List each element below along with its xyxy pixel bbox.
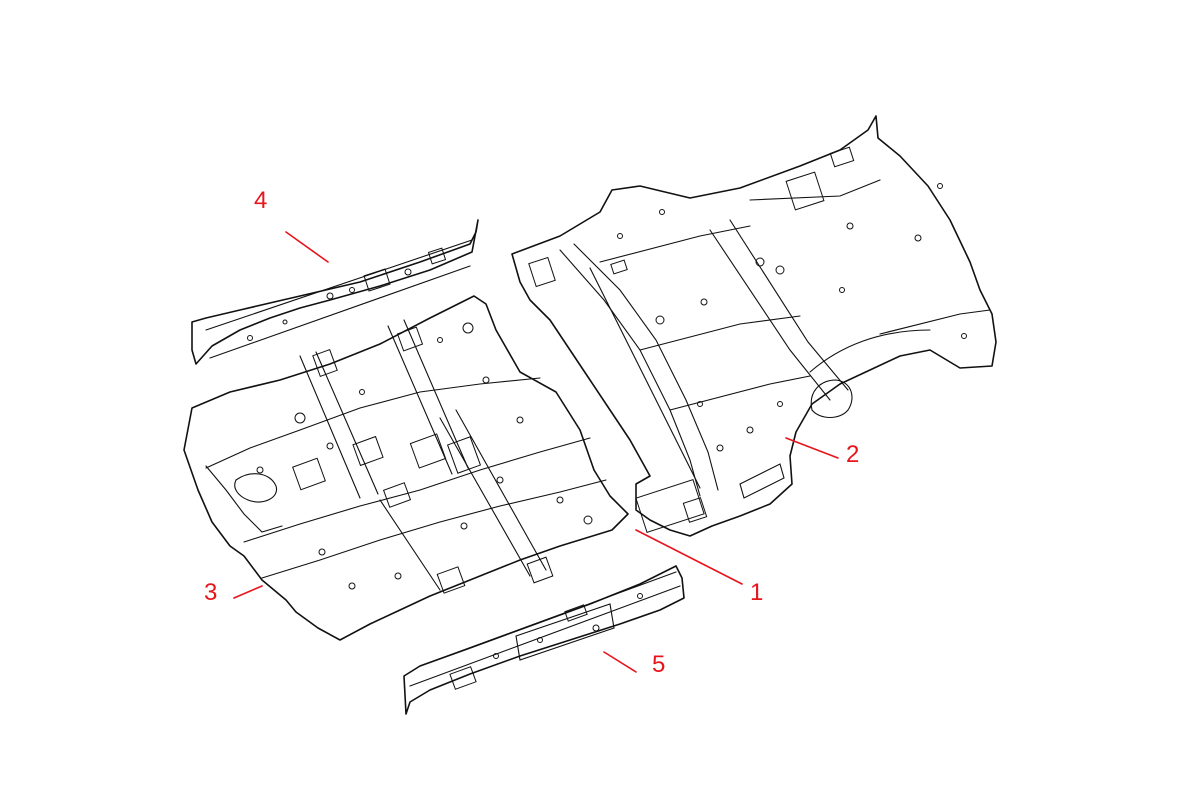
callout-1: 1	[635, 529, 763, 606]
callout-leader-5	[603, 651, 637, 673]
callout-label-5: 5	[652, 651, 665, 678]
callout-leader-1	[635, 529, 743, 585]
part-3-rear-floor	[183, 295, 629, 641]
part-4-side-rail	[191, 219, 479, 365]
callout-leader-3	[233, 585, 263, 599]
callout-4: 4	[254, 187, 329, 263]
callout-leader-2	[785, 437, 839, 459]
callout-leader-4	[285, 231, 329, 263]
callout-2: 2	[785, 437, 859, 468]
callout-label-3: 3	[204, 579, 217, 606]
callout-label-2: 2	[846, 441, 859, 468]
callout-label-1: 1	[750, 579, 763, 606]
part-2-front-floor	[511, 115, 997, 537]
part-5-side-rail	[403, 565, 685, 715]
callout-3: 3	[204, 579, 263, 606]
callout-label-4: 4	[254, 187, 267, 214]
callout-5: 5	[603, 651, 665, 678]
